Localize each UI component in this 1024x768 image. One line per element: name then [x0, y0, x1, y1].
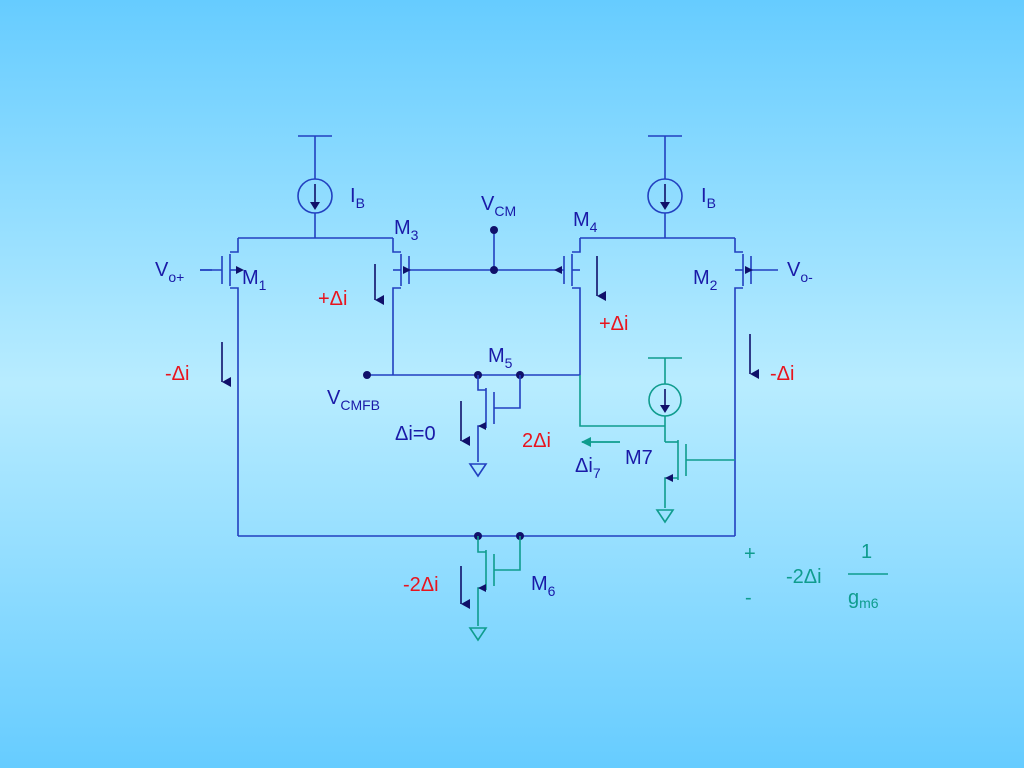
current-source-ib-left [297, 135, 333, 238]
label-vo-plus: Vo+ [155, 259, 184, 285]
vcm-node [490, 226, 498, 274]
label-vcm: VCM [481, 193, 516, 219]
formula-coefficient: -2Δi [786, 566, 822, 588]
label-m7: M7 [625, 447, 653, 469]
transistor-m5 [363, 371, 580, 478]
label-m3: M3 [394, 217, 419, 243]
label-current-m6: -2Δi [403, 574, 439, 596]
label-m1: M1 [242, 267, 267, 293]
transistor-m7 [579, 357, 735, 524]
label-current-m7: Δi7 [575, 455, 601, 481]
formula-denominator: gm6 [848, 587, 879, 611]
label-ib-left: IB [350, 185, 365, 211]
label-current-m5: Δi=0 [395, 423, 436, 445]
label-current-m1: -Δi [165, 363, 189, 385]
transistor-pair-right [494, 237, 778, 536]
current-arrows [221, 256, 759, 609]
formula-minus: - [745, 587, 752, 609]
label-current-m2: -Δi [770, 363, 794, 385]
label-current-2di: 2Δi [522, 430, 551, 452]
label-m4: M4 [573, 209, 598, 235]
current-source-ib-right [647, 135, 683, 238]
formula-plus: + [744, 543, 756, 565]
transistor-pair-left [200, 237, 494, 536]
formula-numerator: 1 [861, 541, 872, 563]
label-m6: M6 [531, 573, 556, 599]
label-vcmfb: VCMFB [327, 387, 380, 413]
label-ib-right: IB [701, 185, 716, 211]
label-m2: M2 [693, 267, 718, 293]
label-current-m3: +Δi [318, 288, 347, 310]
label-m5: M5 [488, 345, 513, 371]
label-vo-minus: Vo- [787, 259, 813, 285]
transistor-m6 [238, 532, 735, 642]
label-current-m4: +Δi [599, 313, 628, 335]
